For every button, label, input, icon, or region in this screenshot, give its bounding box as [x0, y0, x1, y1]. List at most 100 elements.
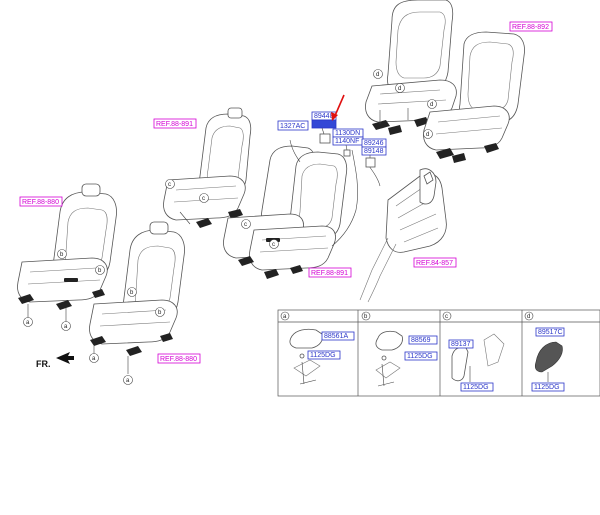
callout-d-text: d [376, 72, 379, 78]
svg-text:REF.88-891: REF.88-891 [156, 121, 193, 128]
detail-c-bolt-label: 1125DG [460, 382, 494, 392]
front-right-seat [89, 221, 185, 356]
detail-a-bolt-label: 1125DG [307, 350, 341, 360]
svg-text:REF.88-880: REF.88-880 [22, 199, 59, 206]
svg-text:89517C: 89517C [538, 329, 563, 336]
callout-a-text-3: a [92, 356, 96, 362]
callout-letter-b-4 [155, 307, 165, 317]
callout-d-text-3: d [430, 102, 433, 108]
callout-b-text: b [60, 252, 64, 258]
svg-text:1125DG: 1125DG [463, 384, 489, 391]
detail-a-part-label: 88561A [321, 331, 355, 341]
svg-text:1130DN: 1130DN [335, 130, 360, 137]
detail-d-letter [524, 311, 534, 321]
detail-a-letter-text: a [283, 314, 287, 320]
ref-trim-panel: REF.84-857 [413, 257, 457, 268]
callout-letter-c [165, 179, 175, 189]
svg-text:89137: 89137 [451, 341, 471, 348]
svg-text:89246: 89246 [364, 140, 384, 147]
connector-89448 [319, 133, 331, 144]
part-label-1327ac: 1327AC [277, 120, 309, 131]
svg-text:REF.88-880: REF.88-880 [160, 356, 197, 363]
harness-line-1 [289, 139, 301, 163]
red-pointer-arrow-icon [331, 94, 345, 121]
detail-d-letter-text: d [527, 314, 530, 320]
callout-d-text-2: d [398, 86, 401, 92]
callout-c-text-2: c [202, 196, 205, 202]
callout-letter-d [373, 69, 383, 79]
callout-a-text: a [26, 320, 30, 326]
callout-letter-a-2 [61, 321, 71, 331]
front-direction-indicator: FR. [36, 352, 74, 369]
detail-d-bolt-label: 1125DG [531, 382, 565, 392]
svg-text:1125DG: 1125DG [534, 384, 560, 391]
callout-letter-a-4 [123, 375, 133, 385]
callout-b-text-4: b [158, 310, 162, 316]
ref-front-right: REF.88-880 [157, 353, 201, 364]
svg-text:REF.88-892: REF.88-892 [512, 24, 549, 31]
detail-b-part-label: 88569 [408, 335, 438, 345]
detail-b-drawing [375, 330, 403, 387]
callout-a-text-4: a [126, 378, 130, 384]
callout-c-text-3: c [244, 222, 247, 228]
front-direction-label: FR. [36, 359, 51, 369]
callout-letter-c-3 [241, 219, 251, 229]
callout-letter-a [23, 317, 33, 327]
callout-letter-c-4 [269, 239, 279, 249]
third-row-seat-right [423, 31, 525, 163]
callout-letter-b [57, 249, 67, 259]
callout-letter-d-3 [427, 99, 437, 109]
svg-text:REF.88-891: REF.88-891 [311, 270, 348, 277]
front-left-seat [17, 183, 117, 310]
quarter-trim-panel [359, 168, 447, 303]
svg-text:REF.84-857: REF.84-857 [416, 260, 453, 267]
detail-grid [277, 309, 600, 397]
detail-b-bolt-label: 1125DG [404, 351, 438, 361]
harness-line-2 [331, 149, 358, 247]
svg-text:88569: 88569 [411, 337, 431, 344]
part-label-1130dn: 1130DN [332, 128, 364, 138]
ref-second-row-bench: REF.88-891 [308, 267, 352, 278]
callout-letter-d-2 [395, 83, 405, 93]
detail-a-letter [280, 311, 290, 321]
detail-b-letter-text: b [364, 314, 368, 320]
bolt-1130dn [343, 149, 351, 157]
part-label-1140nf: 1140NF [332, 136, 364, 146]
detail-d-part-label: 89517C [535, 327, 565, 337]
svg-text:1327AC: 1327AC [280, 123, 305, 130]
svg-text:1125DG: 1125DG [310, 352, 336, 359]
ref-rear-right-seat: REF.88-892 [509, 21, 553, 32]
detail-b-letter [361, 311, 371, 321]
detail-c-drawing [451, 333, 505, 382]
detail-d-drawing [534, 341, 563, 382]
ref-second-row-left: REF.88-891 [153, 118, 197, 129]
callout-c-text: c [168, 182, 171, 188]
connector-89148 [365, 157, 376, 168]
callout-letter-a-3 [89, 353, 99, 363]
detail-c-letter-text: c [445, 314, 448, 320]
svg-text:89448: 89448 [314, 113, 334, 120]
ref-front-left: REF.88-880 [19, 196, 63, 207]
part-label-89246: 89246 [361, 138, 387, 148]
svg-text:88561A: 88561A [324, 333, 348, 340]
svg-text:1140NF: 1140NF [335, 138, 359, 145]
part-label-89448-highlight [311, 119, 337, 129]
callout-letter-d-4 [423, 129, 433, 139]
detail-c-part-label: 89137 [448, 339, 474, 349]
callout-letter-b-3 [127, 287, 137, 297]
callout-d-text-4: d [426, 132, 429, 138]
detail-a-drawing [289, 328, 323, 385]
front-arrow-icon [56, 352, 74, 364]
callout-c-text-4: c [272, 242, 275, 248]
detail-c-letter [442, 311, 452, 321]
callout-letter-b-2 [95, 265, 105, 275]
callout-letter-c-2 [199, 193, 209, 203]
part-label-89148: 89148 [361, 146, 387, 156]
callout-a-text-2: a [64, 324, 68, 330]
callout-b-text-3: b [130, 290, 134, 296]
svg-text:89148: 89148 [364, 148, 384, 155]
callout-b-text-2: b [98, 268, 102, 274]
svg-text:1125DG: 1125DG [407, 353, 433, 360]
